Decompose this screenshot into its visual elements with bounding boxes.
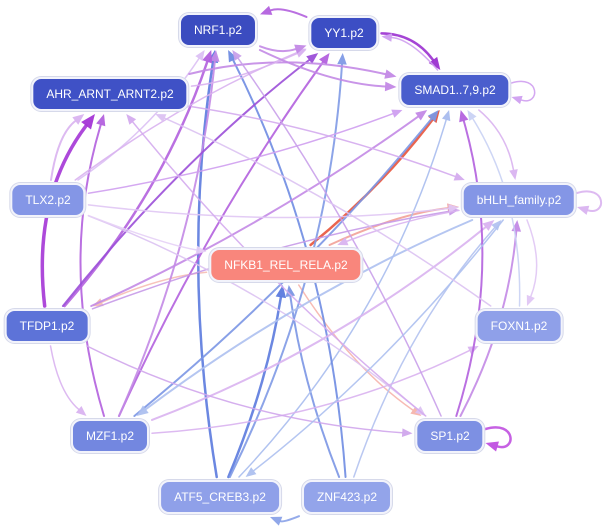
arrow-TLX2.p2-AHR_ARNT_ARNT2.p2 [72, 114, 85, 125]
node-MZF1.p2[interactable]: MZF1.p2 [70, 419, 150, 453]
arrow-NRF1.p2-SMAD1..7,9.p2 [384, 81, 397, 92]
edge-TFDP1.p2-SP1.p2 [86, 345, 403, 434]
edge-TLX2.p2-NFKB1_REL_RELA.p2 [87, 214, 198, 251]
arrow-ZNF423.p2-NRF1.p2 [228, 50, 238, 63]
arrow-ZNF423.p2-bHLH_family.p2 [491, 220, 502, 231]
node-SP1.p2[interactable]: SP1.p2 [415, 419, 485, 453]
arrow-MZF1.p2-YY1.p2 [318, 53, 330, 66]
arrow-ATF5_CREB3.p2-SMAD1..7,9.p2 [441, 110, 451, 122]
edge-SMAD1..7,9.p2-bHLH_family.p2 [478, 109, 515, 171]
arrow-MZF1.p2-SMAD1..7,9.p2 [427, 110, 439, 122]
arrow-loop-SMAD1..7,9.p2 [511, 95, 523, 105]
node-TFDP1.p2[interactable]: TFDP1.p2 [4, 309, 90, 343]
arrow-MZF1.p2-AHR_ARNT_ARNT2.p2 [96, 114, 106, 127]
arrow-bHLH_family.p2-FOXN1.p2 [526, 294, 535, 306]
edge-loop-SP1.p2 [484, 426, 512, 449]
arrow-ZNF423.p2-ATF5_CREB3.p2 [270, 516, 283, 526]
arrow-FOXN1.p2-AHR_ARNT_ARNT2.p2 [155, 114, 167, 123]
node-bHLH_family.p2[interactable]: bHLH_family.p2 [461, 183, 577, 217]
edge-AHR_ARNT_ARNT2.p2-bHLH_family.p2 [190, 105, 456, 178]
arrow-ATF5_CREB3.p2-YY1.p2 [337, 53, 347, 65]
arrow-NRF1.p2-YY1.p2 [294, 44, 307, 54]
arrow-YY1.p2-SMAD1..7,9.p2 [428, 56, 441, 70]
node-ATF5_CREB3.p2[interactable]: ATF5_CREB3.p2 [159, 480, 281, 514]
edge-AHR_ARNT_ARNT2.p2-YY1.p2 [190, 52, 298, 87]
arrow-ZNF423.p2-NFKB1_REL_RELA.p2 [285, 285, 296, 297]
edge-TFDP1.p2-MZF1.p2 [49, 345, 80, 411]
node-NFKB1_REL_RELA.p2[interactable]: NFKB1_REL_RELA.p2 [209, 248, 363, 282]
edge-NFKB1_REL_RELA.p2-SP1.p2 [297, 284, 414, 411]
edge-MZF1.p2-NRF1.p2 [117, 60, 216, 417]
node-NRF1.p2[interactable]: NRF1.p2 [178, 13, 258, 47]
arrow-SMAD1..7,9.p2-YY1.p2 [381, 33, 393, 42]
edge-MZF1.p2-bHLH_family.p2 [151, 226, 487, 421]
edge-ATF5_CREB3.p2-SMAD1..7,9.p2 [238, 119, 447, 478]
arrow-SMAD1..7,9.p2-bHLH_family.p2 [509, 169, 518, 180]
arrow-TFDP1.p2-SMAD1..7,9.p2 [415, 110, 428, 121]
arrow-SP1.p2-SMAD1..7,9.p2 [459, 110, 469, 123]
edge-TLX2.p2-bHLH_family.p2 [87, 204, 450, 219]
edge-TLX2.p2-SP1.p2 [87, 215, 419, 411]
edge-YY1.p2-NRF1.p2 [269, 8, 308, 18]
edge-NRF1.p2-SMAD1..7,9.p2 [258, 49, 387, 88]
edge-TLX2.p2-NRF1.p2 [77, 57, 200, 181]
arrow-TLX2.p2-NFKB1_REL_RELA.p2 [195, 245, 207, 255]
arrow-loop-SP1.p2 [485, 441, 499, 452]
arrow-SP1.p2-AHR_ARNT_ARNT2.p2 [126, 114, 137, 125]
node-FOXN1.p2[interactable]: FOXN1.p2 [475, 309, 563, 343]
edge-ZNF423.p2-bHLH_family.p2 [353, 226, 496, 478]
arrow-AHR_ARNT_ARNT2.p2-bHLH_family.p2 [453, 172, 465, 181]
edge-SP1.p2-SMAD1..7,9.p2 [455, 119, 484, 417]
edge-AHR_ARNT_ARNT2.p2-SMAD1..7,9.p2 [188, 61, 387, 76]
edge-TFDP1.p2-NRF1.p2 [63, 60, 209, 308]
edge-bHLH_family.p2-MZF1.p2 [144, 219, 474, 411]
node-AHR_ARNT_ARNT2.p2[interactable]: AHR_ARNT_ARNT2.p2 [31, 77, 189, 111]
edge-FOXN1.p2-AHR_ARNT_ARNT2.p2 [163, 117, 492, 307]
arrow-TLX2.p2-bHLH_family.p2 [448, 204, 459, 213]
arrow-bHLH_family.p2-ATF5_CREB3.p2 [245, 467, 257, 477]
edge-MZF1.p2-FOXN1.p2 [151, 349, 471, 435]
edge-ATF5_CREB3.p2-NFKB1_REL_RELA.p2 [227, 296, 283, 479]
arrow-loop-bHLH_family.p2 [577, 205, 590, 215]
edge-NFKB1_REL_RELA.p2-TFDP1.p2 [101, 271, 208, 303]
arrow-MZF1.p2-bHLH_family.p2 [482, 220, 495, 231]
arrow-YY1.p2-NRF1.p2 [260, 5, 273, 15]
edge-ATF5_CREB3.p2-NRF1.p2 [196, 61, 218, 479]
edge-MZF1.p2-YY1.p2 [118, 61, 324, 417]
arrow-TLX2.p2-NRF1.p2 [195, 50, 205, 61]
arrow-FOXN1.p2-SMAD1..7,9.p2 [467, 110, 477, 122]
edge-YY1.p2-SMAD1..7,9.p2 [380, 32, 435, 62]
edge-SMAD1..7,9.p2-YY1.p2 [391, 36, 439, 71]
edge-loop-SMAD1..7,9.p2 [510, 80, 536, 102]
node-ZNF423.p2[interactable]: ZNF423.p2 [301, 480, 393, 514]
arrow-TLX2.p2-SMAD1..7,9.p2 [391, 109, 403, 118]
edge-TLX2.p2-AHR_ARNT_ARNT2.p2 [49, 119, 77, 181]
edge-NRF1.p2-YY1.p2 [259, 45, 297, 53]
arrow-SP1.p2-NRF1.p2 [232, 50, 242, 61]
node-YY1.p2[interactable]: YY1.p2 [309, 16, 379, 50]
arrow-TFDP1.p2-NRF1.p2 [202, 50, 213, 64]
edge-SP1.p2-NRF1.p2 [237, 57, 442, 417]
arrow-TFDP1.p2-SP1.p2 [401, 428, 413, 438]
arrow-TFDP1.p2-AHR_ARNT_ARNT2.p2 [81, 114, 95, 130]
edge-ZNF423.p2-ATF5_CREB3.p2 [279, 515, 300, 523]
edge-TLX2.p2-SMAD1..7,9.p2 [87, 112, 394, 195]
node-TLX2.p2[interactable]: TLX2.p2 [10, 183, 86, 217]
arrow-AHR_ARNT_ARNT2.p2-SMAD1..7,9.p2 [384, 69, 397, 79]
arrow-TFDP1.p2-YY1.p2 [306, 53, 319, 64]
edge-bHLH_family.p2-NFKB1_REL_RELA.p2 [346, 209, 460, 243]
edge-TFDP1.p2-YY1.p2 [61, 58, 311, 307]
edge-loop-bHLH_family.p2 [576, 190, 602, 212]
arrow-bHLH_family.p2-NFKB1_REL_RELA.p2 [337, 237, 349, 246]
edge-TFDP1.p2-SMAD1..7,9.p2 [90, 115, 419, 307]
arrow-bHLH_family.p2-MZF1.p2 [136, 405, 149, 416]
edge-MZF1.p2-AHR_ARNT_ARNT2.p2 [79, 123, 105, 417]
arrow-TFDP1.p2-MZF1.p2 [75, 406, 87, 416]
arrow-MZF1.p2-NRF1.p2 [210, 50, 220, 62]
edge-bHLH_family.p2-FOXN1.p2 [526, 219, 538, 298]
edge-bHLH_family.p2-ATF5_CREB3.p2 [253, 219, 504, 472]
node-SMAD1..7,9.p2[interactable]: SMAD1..7,9.p2 [399, 73, 511, 107]
